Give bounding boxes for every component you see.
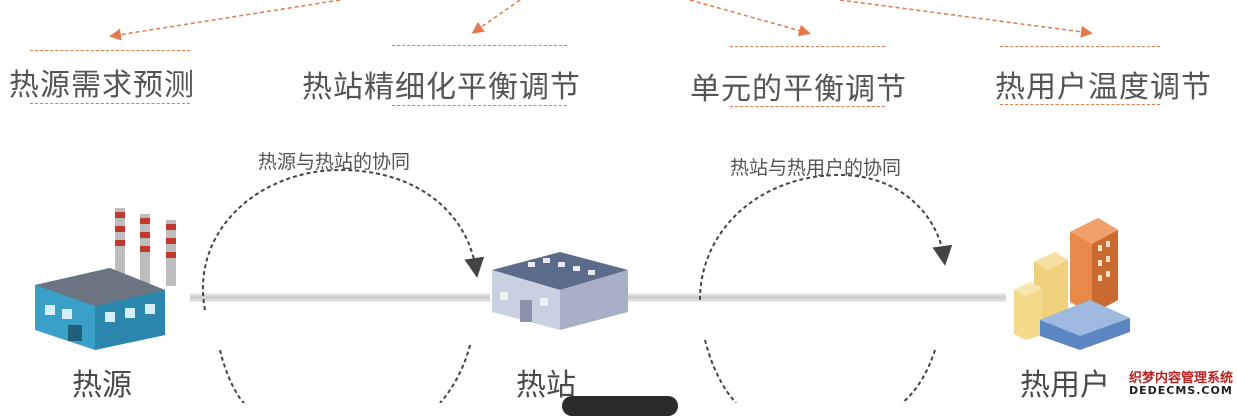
goal-rule-bottom-3 [730,106,885,107]
loop-right-lower-right [901,349,936,403]
watermark-title: 织梦内容管理系统 [1129,371,1234,386]
loop-left-upper [202,168,485,311]
goal-rule-bottom-2 [392,105,567,106]
loop-label-source-station: 热源与热站的协同 [258,151,411,173]
goal-caption-1: 热源需求预测 [9,68,195,103]
goal-arrow-3 [689,0,811,37]
factory-icon [35,208,176,350]
goal-arrow-1 [109,0,341,41]
loop-left-lower-right [439,344,471,403]
goal-rule-top-4 [1000,46,1160,47]
goal-arrow-4 [839,0,1093,38]
loop-left-lower [219,349,245,403]
loop-right-lower [704,339,737,403]
goal-rule-top-3 [730,46,885,47]
goal-caption-2: 热站精细化平衡调节 [302,70,581,105]
pipe-source-station [190,293,490,302]
node-label-heat-source: 热源 [72,368,132,403]
bottom-overlay-pill [562,396,678,416]
goal-caption-4: 热用户温度调节 [995,70,1212,105]
goal-rule-top-1 [30,50,190,51]
goal-arrow-2 [471,0,521,34]
node-label-heat-user: 热用户 [1020,368,1110,403]
goal-rule-bottom-4 [1000,104,1160,105]
station-building-icon [492,252,628,330]
goal-rule-top-2 [392,45,567,46]
goal-caption-3: 单元的平衡调节 [690,72,907,107]
pipe-station-user [628,293,1006,302]
buildings-icon [1014,218,1130,350]
loop-label-station-user: 热站与热用户的协同 [730,157,902,179]
loop-right-upper [699,173,953,301]
diagram-svg [35,0,1130,403]
goal-rule-bottom-1 [30,103,190,104]
diagram-canvas: 热源需求预测 热站精细化平衡调节 单元的平衡调节 热用户温度调节 热源与热站的协… [9,0,1234,416]
watermark-url: DEDECMS.COM [1129,384,1233,397]
